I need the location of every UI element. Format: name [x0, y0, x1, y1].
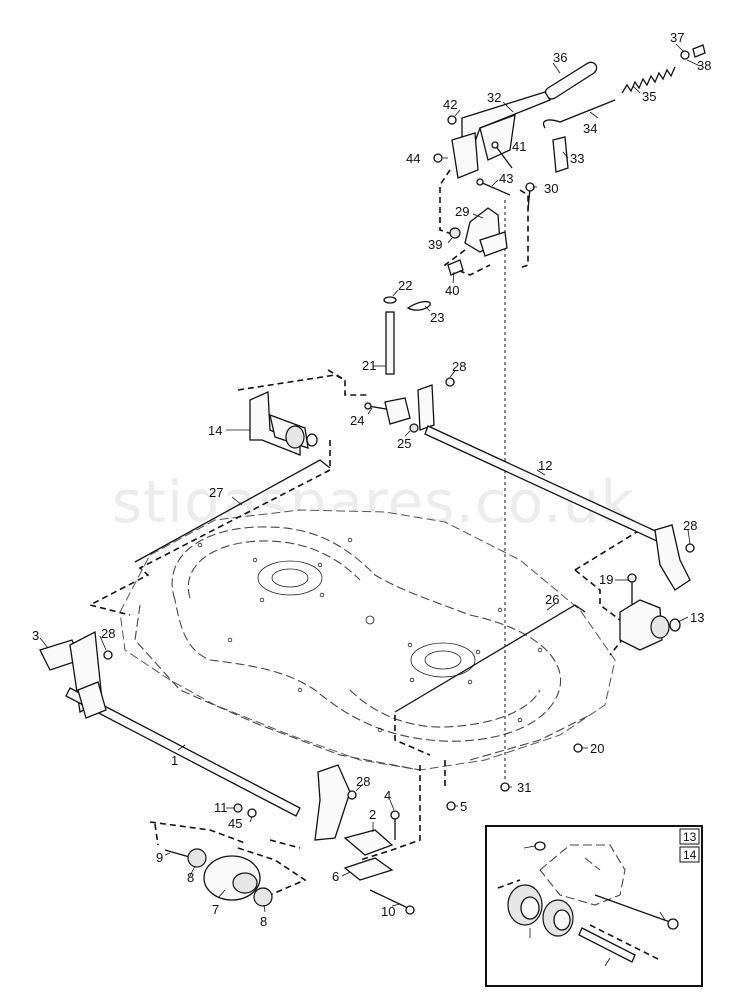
wheel-7 — [203, 855, 261, 901]
callout-41: 41 — [512, 139, 526, 154]
callout-26: 26 — [545, 592, 559, 607]
upper-pivot — [384, 384, 435, 431]
bracket-2 — [343, 829, 394, 856]
pin-40 — [447, 259, 464, 276]
inset-washer-16 — [534, 841, 546, 851]
callout-38: 38 — [697, 58, 711, 73]
inset-tag-14: 14 — [683, 848, 697, 862]
callout-32: 32 — [487, 90, 501, 105]
callout-5: 5 — [460, 799, 467, 814]
washer-28-upper — [445, 377, 455, 387]
callout-23: 23 — [430, 310, 444, 325]
callout-10: 10 — [381, 904, 395, 919]
callout-28-left: 28 — [101, 626, 115, 641]
washer-45 — [247, 808, 257, 818]
bracket-33 — [552, 136, 569, 173]
callout-13: 13 — [690, 610, 704, 625]
right-arm — [654, 524, 691, 591]
inset-bolt-15 — [594, 894, 679, 930]
washer-44 — [433, 153, 443, 163]
callout-11: 11 — [214, 800, 228, 815]
callout-7: 7 — [212, 902, 219, 917]
nut-25 — [409, 423, 419, 433]
cutting-deck — [119, 509, 616, 771]
bolt-10 — [369, 889, 415, 915]
leader-lines — [39, 43, 701, 913]
callout-4: 4 — [384, 788, 391, 803]
callout-9: 9 — [156, 850, 163, 865]
callout-36: 36 — [553, 50, 567, 65]
washer-28-right — [685, 543, 695, 553]
lever-bracket-29 — [464, 207, 508, 257]
washer-42 — [447, 115, 457, 125]
axle-1 — [65, 681, 301, 817]
washer-31 — [500, 782, 510, 792]
nut-11 — [233, 803, 243, 813]
callout-29: 29 — [455, 204, 469, 219]
callout-21: 21 — [362, 358, 376, 373]
bushing-8-upper — [187, 848, 207, 868]
callout-45: 45 — [228, 816, 242, 831]
bolt-43 — [476, 178, 511, 196]
rod-26 — [394, 604, 586, 713]
callout-12: 12 — [538, 458, 552, 473]
washer-5 — [446, 801, 456, 811]
callout-2: 2 — [369, 807, 376, 822]
washer-22 — [383, 296, 397, 304]
bolt-41 — [491, 141, 513, 169]
callout-19: 19 — [599, 572, 613, 587]
rod-27 — [134, 459, 331, 563]
callout-28-upper: 28 — [452, 359, 466, 374]
callout-39: 39 — [428, 237, 442, 252]
lift-lever-32 — [451, 91, 551, 179]
callout-6: 6 — [332, 869, 339, 884]
callout-42: 42 — [443, 97, 457, 112]
callout-35: 35 — [642, 89, 656, 104]
bolt-24 — [364, 402, 393, 411]
washer-28-left — [103, 650, 113, 660]
callout-43: 43 — [499, 171, 513, 186]
inset-bushing-18b — [542, 899, 574, 937]
inset-bushing-18a — [507, 884, 543, 926]
callout-44: 44 — [406, 151, 420, 166]
inset-detail: 13 14 15 16 17 18 — [485, 825, 703, 987]
callout-3: 3 — [32, 628, 39, 643]
bolt-4 — [390, 810, 400, 840]
callout-20: 20 — [590, 741, 604, 756]
callout-28-lower: 28 — [356, 774, 370, 789]
rod-34 — [542, 99, 616, 129]
callout-34: 34 — [583, 121, 597, 136]
callout-25: 25 — [397, 436, 411, 451]
washer-28-lower — [347, 790, 357, 800]
bracket-14 — [249, 391, 318, 456]
clip-23 — [406, 300, 431, 311]
callout-40: 40 — [445, 283, 459, 298]
inset-pin-17 — [578, 927, 636, 963]
callout-1: 1 — [171, 753, 178, 768]
inset-tag-13: 13 — [683, 830, 697, 844]
nut-38 — [692, 44, 706, 58]
callout-8-upper: 8 — [187, 870, 194, 885]
callout-37: 37 — [670, 30, 684, 45]
washer-37 — [680, 50, 690, 60]
bracket-6 — [343, 857, 394, 881]
callout-30: 30 — [544, 181, 558, 196]
lower-arm — [314, 764, 351, 841]
spring-35 — [621, 66, 676, 94]
callout-24: 24 — [350, 413, 364, 428]
handle-grip-36 — [544, 61, 598, 100]
callout-31: 31 — [517, 780, 531, 795]
callout-28-right: 28 — [683, 518, 697, 533]
callout-27: 27 — [209, 485, 223, 500]
callout-8-lower: 8 — [260, 914, 267, 929]
bushing-8-lower — [253, 887, 273, 907]
callout-22: 22 — [398, 278, 412, 293]
rod-21 — [385, 311, 395, 375]
callout-33: 33 — [570, 151, 584, 166]
callout-14: 14 — [208, 423, 222, 438]
washer-20 — [573, 743, 583, 753]
nut-39 — [449, 227, 461, 239]
bracket-13 — [619, 599, 681, 651]
